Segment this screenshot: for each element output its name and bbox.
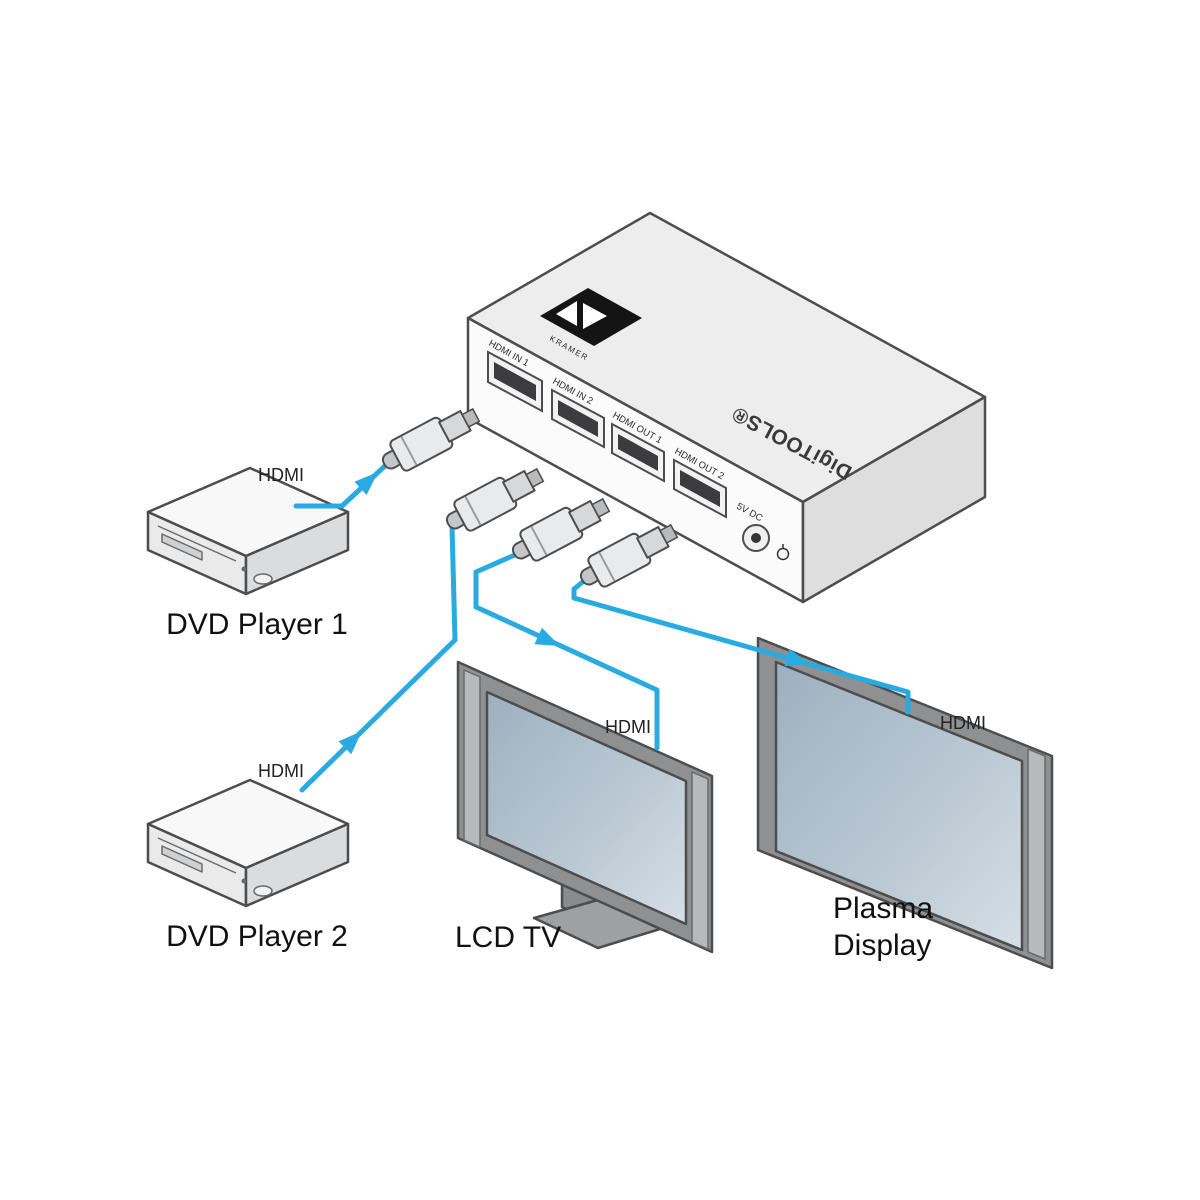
kramer-logo-k-left (556, 301, 577, 326)
power-jack-pin (751, 533, 761, 543)
dvd-player-2-label: DVD Player 2 (166, 920, 348, 953)
cables: HDMI HDMI HDMI HDMI (258, 461, 986, 793)
hdmi-plug-out-2 (579, 523, 679, 588)
lcd-tv (456, 660, 714, 954)
dvd2-tray (161, 845, 203, 873)
cable3-arrowhead (534, 627, 560, 646)
plug1-tip (461, 407, 481, 428)
dc-polarity-icon (776, 544, 790, 561)
cable3-hdmi-label: HDMI (605, 717, 651, 737)
cable1-arrowhead (354, 472, 378, 495)
cable2-arrowhead (338, 731, 362, 755)
port-hdmi-in-1-slot (494, 362, 536, 401)
hdmi-plug-in-1 (381, 407, 481, 472)
dvd1-disc-slot (157, 525, 237, 562)
lcd-tv-screen (485, 690, 688, 926)
cable4-arrowhead (784, 648, 810, 667)
switcher-right-face (801, 395, 987, 604)
dvd2-front-right-face (244, 822, 350, 908)
hdmi-switcher: KRAMER DigiTOOLS® HDMI IN 1 HDMI IN 2 HD… (466, 211, 987, 604)
plasma-right-speaker (1027, 748, 1046, 960)
lcd-tv-right-speaker (691, 771, 709, 950)
cable1-hdmi-label: HDMI (258, 465, 304, 485)
dvd1-front-right-face (244, 510, 350, 596)
cable2-hdmi-label: HDMI (258, 761, 304, 781)
lcd-tv-left-speaker (463, 669, 481, 848)
dvd1-tray (161, 533, 203, 561)
dvd2-indicator-dot (241, 878, 247, 884)
cable-hdmi-out-1-to-lcd-tv (473, 551, 660, 751)
hdmi-plug-in-2 (445, 467, 545, 532)
dvd1-eject-button (253, 573, 273, 585)
plasma-display-label-line2: Display (833, 929, 931, 962)
plasma-display-label-line1: Plasma (833, 892, 933, 925)
plug3-tip (591, 497, 611, 518)
dvd2-eject-button (253, 885, 273, 897)
dvd1-indicator-dot (241, 566, 247, 572)
plug3-ridge (530, 526, 548, 556)
port-hdmi-in-2-slot (558, 400, 598, 437)
plug4-tip (659, 523, 679, 544)
kramer-logo-k-right (583, 303, 607, 329)
plug2-tip (525, 467, 545, 488)
plug4-ridge (598, 552, 616, 582)
dvd-player-2 (146, 778, 350, 908)
dvd2-disc-slot (157, 837, 237, 874)
port-hdmi-out-1-slot (618, 434, 658, 471)
plug1-ridge (400, 436, 418, 466)
plasma-display (756, 636, 1054, 970)
dvd-player-1-label: DVD Player 1 (166, 608, 348, 641)
cable-hdmi-out-2-to-plasma (571, 577, 911, 715)
lcd-tv-label: LCD TV (455, 921, 561, 954)
dvd-player-1 (146, 466, 350, 596)
plug2-ridge (464, 496, 482, 526)
port-hdmi-out-2-slot (680, 470, 720, 507)
cable4-hdmi-label: HDMI (940, 713, 986, 733)
plasma-screen (774, 660, 1024, 952)
hdmi-plug-out-1 (511, 497, 611, 562)
